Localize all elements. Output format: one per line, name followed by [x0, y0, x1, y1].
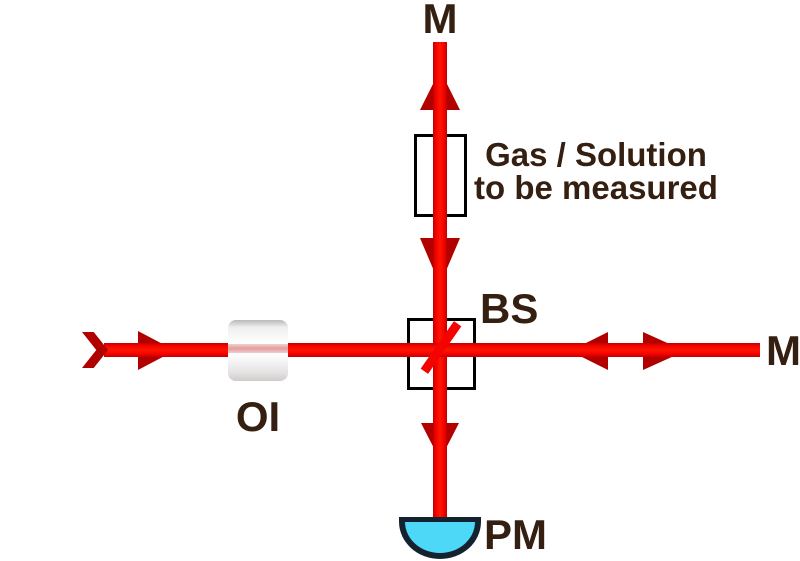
label-photometer: PM	[484, 511, 547, 558]
beam-break-chevron-icon	[82, 332, 108, 368]
label-sample-line1: Gas / Solution	[485, 136, 707, 173]
isolator-beam-stripe	[228, 344, 288, 353]
vertical-laser-beam	[433, 42, 447, 518]
photodetector-icon	[399, 517, 481, 559]
label-mirror-top: M	[422, 0, 458, 42]
label-optical-isolator: OI	[235, 393, 281, 440]
label-mirror-right: M	[766, 327, 800, 374]
label-beam-splitter: BS	[480, 285, 539, 332]
optical-isolator-icon	[228, 320, 288, 381]
label-sample-line2: to be measured	[474, 169, 718, 206]
